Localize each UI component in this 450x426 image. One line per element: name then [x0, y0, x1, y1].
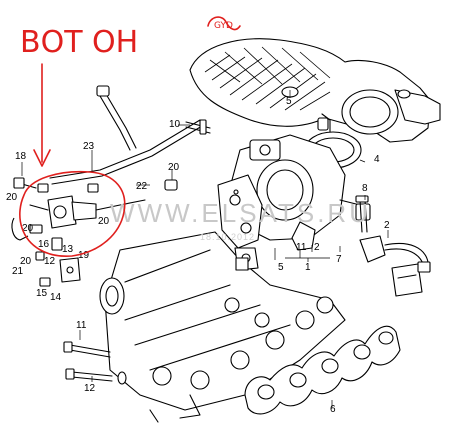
- flange-gasket: [217, 174, 263, 249]
- callout-20-a: 20: [168, 162, 180, 173]
- callout-18: 18: [15, 151, 27, 162]
- callout-11: 11: [76, 320, 87, 331]
- callout-21: 22: [136, 181, 148, 192]
- callout-10-bottom: 11: [296, 242, 307, 253]
- callout-20-e: 20: [20, 256, 32, 267]
- callout-20-c: 20: [98, 216, 110, 227]
- annotation-text: ВОТ ОН: [20, 25, 138, 60]
- bolts: [63, 119, 369, 385]
- callout-2-bottom: 2: [314, 242, 320, 253]
- sensor-connector: [359, 235, 431, 297]
- callout-15: 14: [50, 292, 62, 303]
- intake-manifold: [99, 231, 346, 423]
- callout-22: 21: [12, 266, 24, 277]
- vacuum-hose: [49, 85, 203, 185]
- watermark-date: 18.10.2012: [200, 232, 255, 242]
- callout-5: 5: [278, 262, 284, 273]
- leader-lines: [21, 90, 389, 408]
- callout-1: 1: [305, 262, 311, 273]
- callout-10-top: 10: [169, 119, 181, 130]
- annotation-small-scribble: [207, 16, 241, 31]
- callout-labels: 18 23 10 5 20 22 20 20 20 16 13 19 20 12…: [6, 96, 390, 415]
- callout-13: 12: [44, 256, 56, 267]
- watermark-site: WWW.ELSATS.RU: [110, 198, 371, 228]
- callout-5-top: 5: [286, 96, 292, 107]
- handwritten-annotation: ВОТ ОН GYD: [19, 16, 241, 257]
- callout-8: 7: [336, 254, 342, 265]
- callout-19: 19: [78, 250, 90, 261]
- callout-7: 6: [330, 404, 336, 415]
- callout-12: 12: [84, 383, 96, 394]
- callout-2-right: 2: [384, 220, 390, 231]
- callout-4: 4: [374, 154, 380, 165]
- callout-20-d: 20: [22, 223, 34, 234]
- annotation-arrowhead: [33, 149, 51, 167]
- intake-air-housing: [189, 38, 441, 143]
- callout-9: 8: [362, 183, 368, 194]
- manifold-gasket: [244, 325, 401, 415]
- watermark: WWW.ELSATS.RU 18.10.2012: [110, 198, 371, 242]
- callout-20-b: 20: [6, 192, 18, 203]
- callout-23: 23: [83, 141, 95, 152]
- circled-valve-assembly: [11, 177, 178, 287]
- annotation-circle: [19, 170, 126, 257]
- callout-14: 13: [62, 244, 74, 255]
- annotation-small-text: GYD: [214, 21, 233, 31]
- callout-17: 16: [38, 239, 50, 250]
- callout-16: 15: [36, 288, 48, 299]
